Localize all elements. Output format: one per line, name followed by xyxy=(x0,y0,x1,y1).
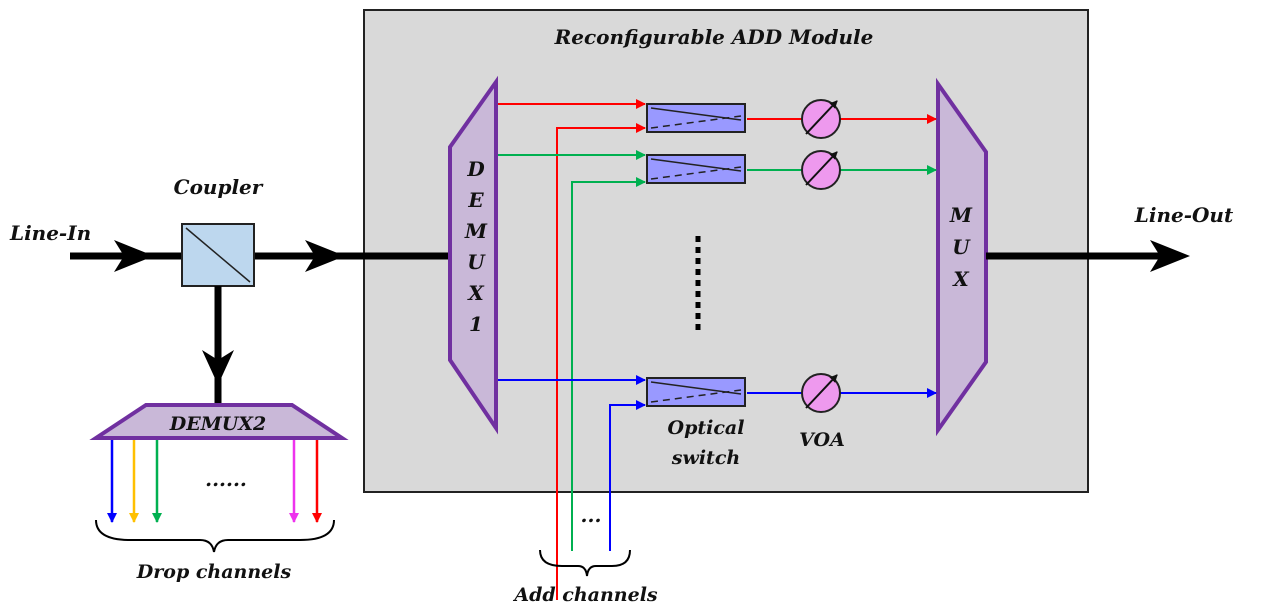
add-ellipsis: ... xyxy=(581,503,602,527)
demux1-block xyxy=(448,75,498,435)
mux-letters: M U X xyxy=(949,203,973,291)
line-in-trunk xyxy=(70,240,450,272)
voa-label: VOA xyxy=(799,429,845,451)
svg-text:X: X xyxy=(466,281,485,305)
optical-switch-blue xyxy=(646,377,746,407)
drop-channels-label: Drop channels xyxy=(136,561,292,583)
drop-channel-arrows xyxy=(107,440,322,523)
demux2-label: DEMUX2 xyxy=(169,413,267,435)
svg-text:M: M xyxy=(464,219,488,243)
line-in-label: Line-In xyxy=(9,221,91,245)
voa-blue xyxy=(801,373,841,413)
demux2-block xyxy=(89,403,349,440)
module-title: Reconfigurable ADD Module xyxy=(554,25,874,49)
svg-text:D: D xyxy=(466,157,485,181)
coupler xyxy=(181,223,255,287)
add-channels-label: Add channels xyxy=(512,584,658,606)
channel-blue xyxy=(498,375,937,551)
add-brace xyxy=(539,549,631,577)
svg-text:1: 1 xyxy=(469,312,483,336)
drop-ellipsis: ...... xyxy=(205,467,247,491)
voa-green xyxy=(801,150,841,190)
optical-switch-label-2: switch xyxy=(671,447,740,469)
line-out-trunk xyxy=(986,240,1190,272)
mux-block xyxy=(936,77,988,437)
channel-red xyxy=(498,99,937,600)
drop-trunk xyxy=(202,286,234,405)
channel-green xyxy=(498,150,937,551)
svg-text:X: X xyxy=(951,267,970,291)
coupler-label: Coupler xyxy=(174,175,264,199)
svg-text:U: U xyxy=(952,235,971,259)
svg-text:U: U xyxy=(467,250,486,274)
optical-switch-green xyxy=(646,154,746,184)
drop-brace xyxy=(95,519,335,553)
optical-switch-label-1: Optical xyxy=(668,417,745,439)
optical-switch-red xyxy=(646,103,746,133)
voa-red xyxy=(801,99,841,139)
demux1-letters: D E M U X 1 xyxy=(464,157,488,336)
svg-text:E: E xyxy=(467,188,484,212)
svg-text:M: M xyxy=(949,203,973,227)
line-out-label: Line-Out xyxy=(1134,203,1234,227)
